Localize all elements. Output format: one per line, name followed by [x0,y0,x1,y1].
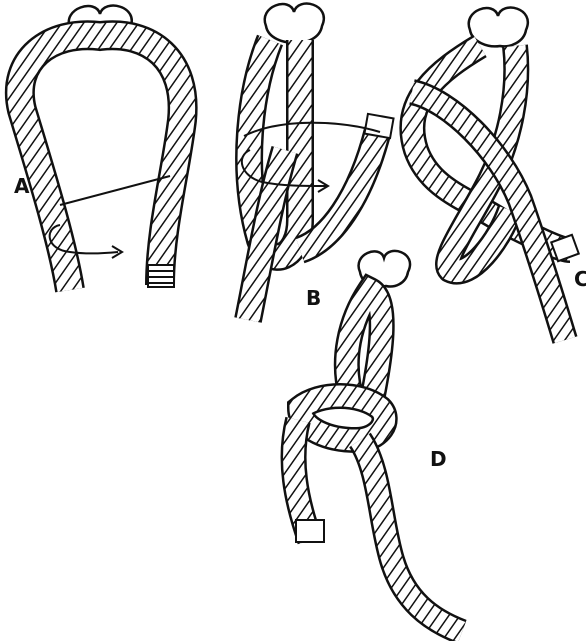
step-d-label: D [430,447,447,471]
step-b-anchor-ring-icon [265,4,324,43]
step-a-illustration [20,6,183,290]
step-c-rope [412,46,579,340]
step-b-label: B [306,286,321,310]
step-a-label: A [14,174,30,198]
step-c-illustration [412,8,579,340]
step-c-label: C [574,267,586,291]
step-a-rope [20,35,183,290]
step-c-anchor-ring-icon [469,8,528,47]
